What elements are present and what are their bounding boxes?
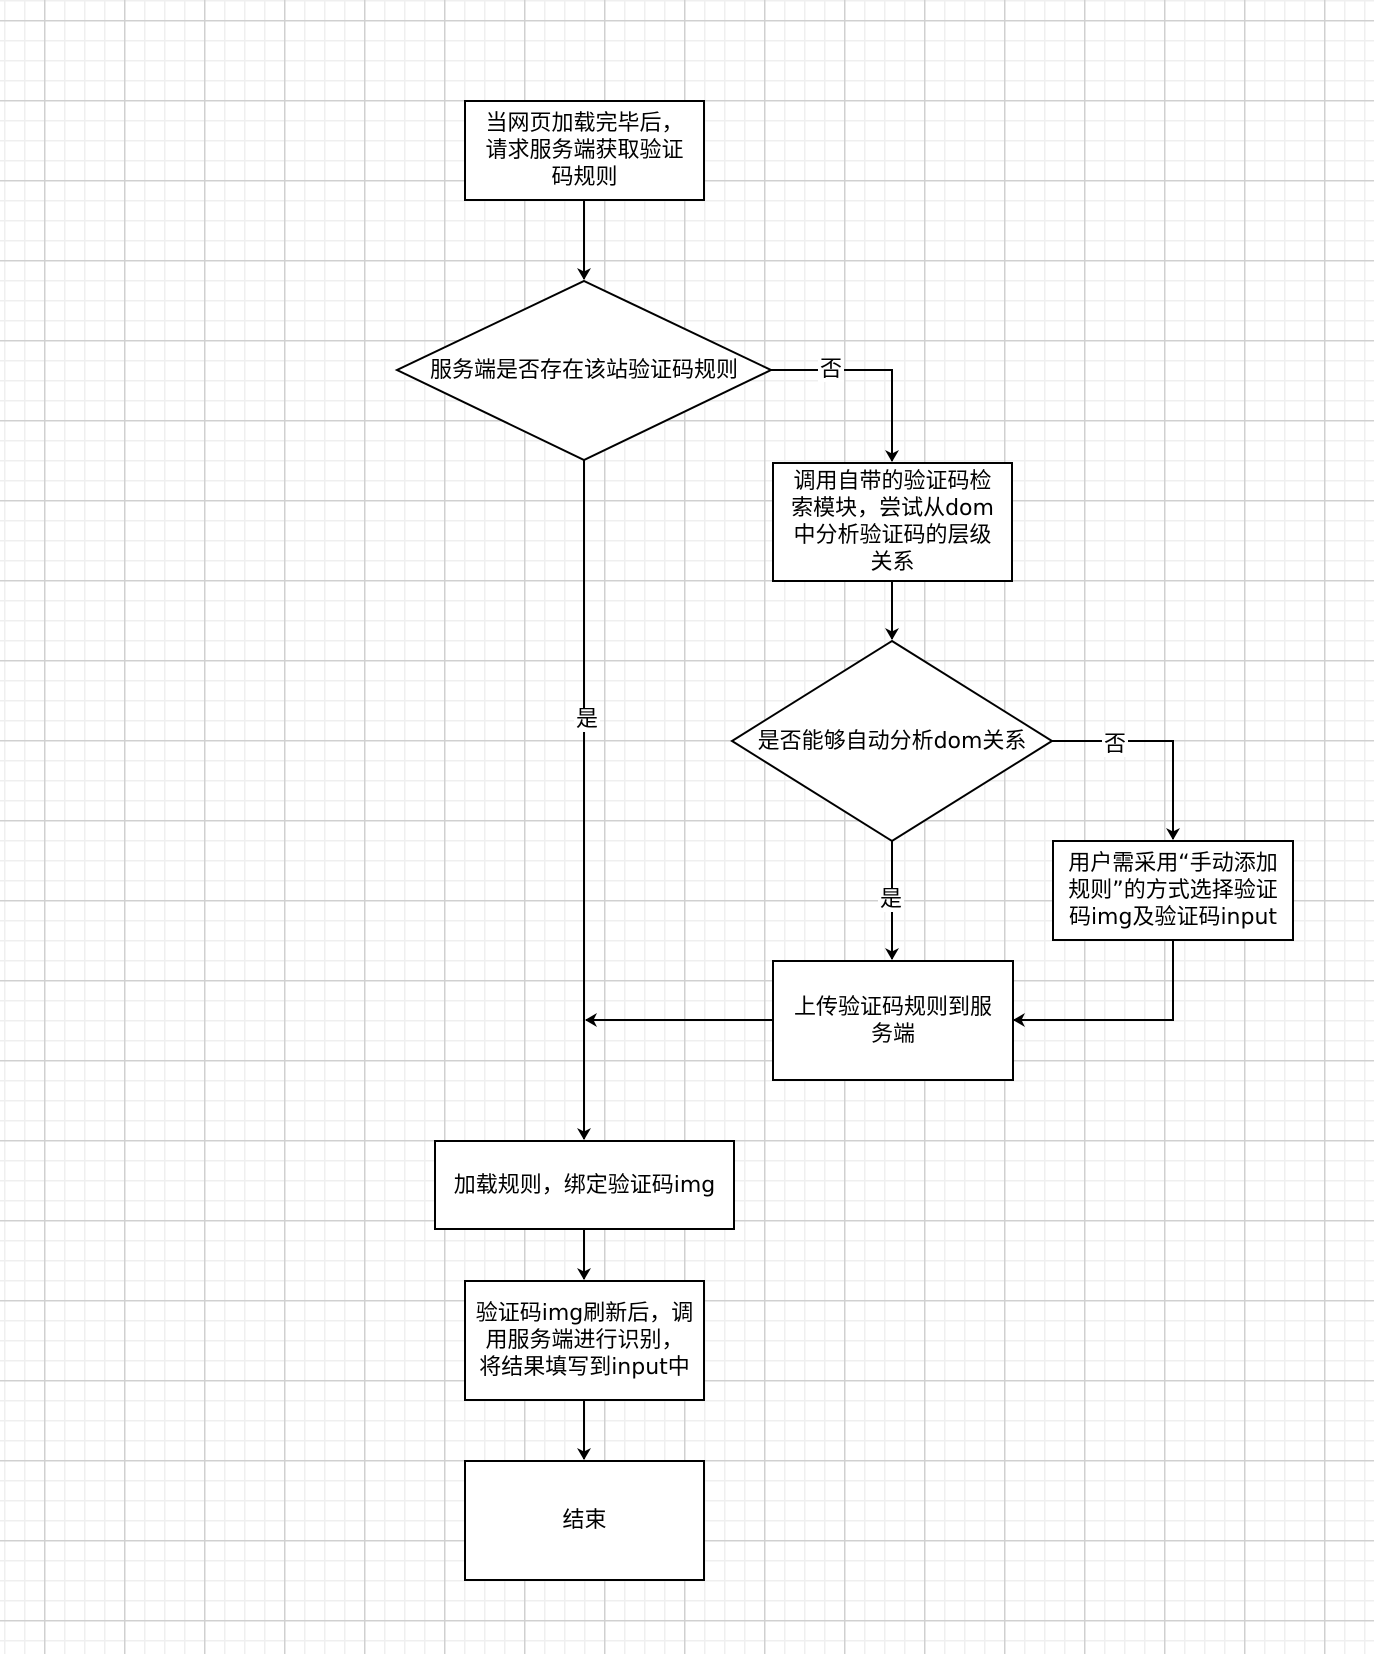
node-recognize: 验证码img刷新后，调 用服务端进行识别， 将结果填写到input中: [464, 1280, 705, 1401]
node-manual-add-line: 码img及验证码input: [1068, 905, 1278, 930]
edge-check-no-to-auto: [771, 369, 899, 462]
edge-manual-to-upload: [1013, 940, 1174, 1027]
node-manual-add: 用户需采用“手动添加 规则”的方式选择验证 码img及验证码input: [1052, 840, 1294, 941]
node-start-line: 码规则: [551, 165, 618, 190]
node-manual-add-line: 用户需采用“手动添加: [1068, 851, 1278, 876]
node-recognize-line: 用服务端进行识别，: [485, 1328, 684, 1353]
node-upload-line: 上传验证码规则到服: [793, 994, 992, 1020]
node-can-auto-label: 是否能够自动分析dom关系: [757, 728, 1027, 754]
node-check-server-label: 服务端是否存在该站验证码规则: [429, 357, 738, 383]
edge-label-yes: 是: [573, 707, 601, 732]
edge-label-no: 否: [817, 357, 845, 382]
node-auto-detect-line: 中分析验证码的层级: [793, 523, 992, 548]
node-load-rule: 加载规则，绑定验证码img: [434, 1140, 735, 1230]
node-load-rule-label: 加载规则，绑定验证码img: [453, 1172, 716, 1198]
node-recognize-line: 将结果填写到input中: [479, 1355, 690, 1380]
node-check-server: 服务端是否存在该站验证码规则: [397, 350, 771, 390]
node-auto-detect-line: 关系: [870, 550, 915, 575]
node-end-label: 结束: [562, 1508, 607, 1533]
edge-label-no: 否: [1101, 732, 1129, 757]
node-end: 结束: [464, 1460, 705, 1581]
node-auto-detect-line: 调用自带的验证码检: [793, 469, 992, 494]
node-upload-line: 务端: [870, 1021, 915, 1047]
node-upload: 上传验证码规则到服 务端: [772, 960, 1014, 1081]
edge-canauto-no-to-manual: [1052, 740, 1180, 840]
node-recognize-line: 验证码img刷新后，调: [475, 1301, 694, 1326]
edge-label-yes: 是: [877, 887, 905, 912]
node-auto-detect-line: 索模块，尝试从dom: [791, 496, 994, 521]
node-start-line: 当网页加载完毕后，: [485, 111, 684, 136]
node-manual-add-line: 规则”的方式选择验证: [1068, 878, 1278, 903]
node-auto-detect: 调用自带的验证码检 索模块，尝试从dom 中分析验证码的层级 关系: [772, 462, 1013, 582]
node-start-line: 请求服务端获取验证: [485, 138, 684, 163]
node-can-auto: 是否能够自动分析dom关系: [732, 721, 1052, 761]
node-start: 当网页加载完毕后， 请求服务端获取验证 码规则: [464, 100, 705, 201]
